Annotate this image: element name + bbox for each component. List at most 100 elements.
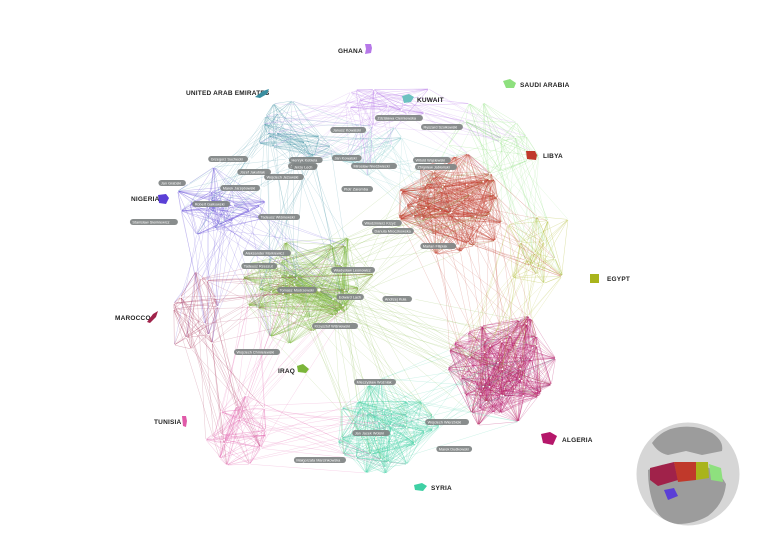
node-algeria (485, 400, 488, 403)
node-nigeria (217, 224, 220, 226)
person-name: Mieczysław Woźniak (357, 380, 392, 384)
country-syria: SYRIA (414, 483, 452, 492)
node-ghana (357, 99, 360, 101)
node-nigeria (189, 202, 192, 205)
node-tunisia (265, 434, 268, 437)
node-kuwait (370, 138, 373, 141)
node-tunisia (239, 418, 242, 421)
person-node-dot (396, 380, 400, 384)
tunisia-shape-icon (182, 416, 187, 427)
person-node-dot (375, 268, 379, 272)
person-label-bg (331, 267, 375, 273)
person-label: Andrzej Kuła (382, 296, 416, 302)
node-syria (413, 442, 416, 445)
node-uae (262, 123, 265, 125)
person-label-bg (158, 180, 186, 186)
person-node-dot (277, 264, 281, 268)
person-label: Małgorzata Marcinkowska (293, 457, 350, 463)
node-syria (356, 400, 359, 403)
person-name: Witold Wąsiewski (416, 158, 446, 162)
node-tunisia (223, 438, 226, 441)
node-algeria (536, 344, 538, 347)
country-label-kuwait: KUWAIT (417, 97, 444, 104)
node-libya (441, 186, 444, 188)
node-algeria (502, 394, 505, 397)
node-iraq (347, 291, 350, 293)
person-label-bg (312, 323, 358, 329)
person-label-bg (415, 164, 457, 170)
person-label: Tadeusz Rzeszut (241, 263, 281, 269)
person-label-bg (354, 379, 396, 385)
node-saudi_arabia (482, 101, 485, 104)
country-libya: LIBYA (526, 151, 563, 160)
node-algeria (501, 368, 504, 371)
node-ghana (374, 92, 377, 94)
node-libya (496, 197, 499, 199)
person-name: Wojciech Chmielewski (237, 350, 275, 354)
uae-shape-icon (255, 89, 269, 98)
node-egypt (507, 223, 510, 226)
person-label: Witold Wąsiewski (409, 157, 451, 163)
person-name: Grzegorz Suchecki (211, 157, 243, 161)
person-node-dot (317, 288, 321, 292)
person-node-dot (358, 221, 362, 225)
node-libya (398, 188, 401, 191)
node-marocco (207, 333, 210, 336)
country-algeria: ALGERIA (541, 432, 593, 445)
saudi-arabia-shape-icon (503, 79, 516, 88)
node-marocco (190, 348, 193, 350)
person-label: Aleksander Markiewicz (242, 250, 295, 256)
node-libya (443, 183, 446, 186)
edges-nigeria-iraq (177, 167, 350, 337)
person-node-dot (178, 220, 182, 224)
node-saudi_arabia (463, 119, 466, 122)
country-label-iraq: IRAQ (278, 368, 295, 375)
node-tunisia (264, 429, 267, 431)
nigeria-shape-icon (158, 194, 169, 204)
node-tunisia (248, 463, 251, 466)
node-syria (406, 400, 408, 403)
person-node-dot (304, 175, 308, 179)
node-saudi_arabia (488, 173, 491, 175)
node-libya (465, 183, 468, 186)
country-label-uae: UNITED ARAB EMIRATES (186, 90, 270, 97)
node-iraq (342, 304, 344, 307)
node-iraq (284, 241, 287, 244)
country-saudi-arabia: SAUDI ARABIA (503, 79, 569, 89)
node-algeria (540, 391, 542, 394)
node-algeria (497, 361, 499, 364)
person-name: Tomasz Modrzewski (280, 288, 314, 292)
person-label-bg (352, 430, 390, 436)
node-syria (341, 407, 343, 409)
node-kuwait (390, 144, 393, 147)
person-node-dot (373, 187, 377, 191)
person-node-dot (347, 164, 351, 168)
person-label-bg (277, 287, 317, 293)
node-algeria (522, 394, 525, 397)
node-ghana (349, 91, 352, 94)
node-iraq (311, 330, 314, 333)
person-label: Zdzisława Cierniewska (374, 115, 427, 121)
node-algeria (509, 334, 512, 337)
person-name: Danuta Mroczkowska (375, 229, 412, 233)
node-syria (365, 413, 368, 415)
person-node-dot (366, 128, 370, 132)
edges-libya-egypt (399, 153, 563, 277)
person-label: Jan Grabski (158, 180, 190, 186)
node-uae (275, 132, 278, 135)
node-libya (424, 183, 427, 186)
node-syria (415, 443, 417, 446)
node-algeria (460, 377, 462, 379)
node-syria (432, 428, 434, 431)
person-node-dot (260, 186, 264, 190)
node-iraq (293, 283, 296, 286)
node-libya (420, 226, 423, 229)
node-algeria (499, 412, 502, 414)
person-label-bg (289, 157, 323, 163)
person-label: Marek Dudkowski (436, 446, 476, 452)
person-name: Wojciech Jeżowski (267, 175, 299, 179)
person-node-dot (300, 215, 304, 219)
person-label: Henryk Kobiela (285, 157, 323, 163)
person-name: Andrzej Kuła (385, 297, 407, 301)
